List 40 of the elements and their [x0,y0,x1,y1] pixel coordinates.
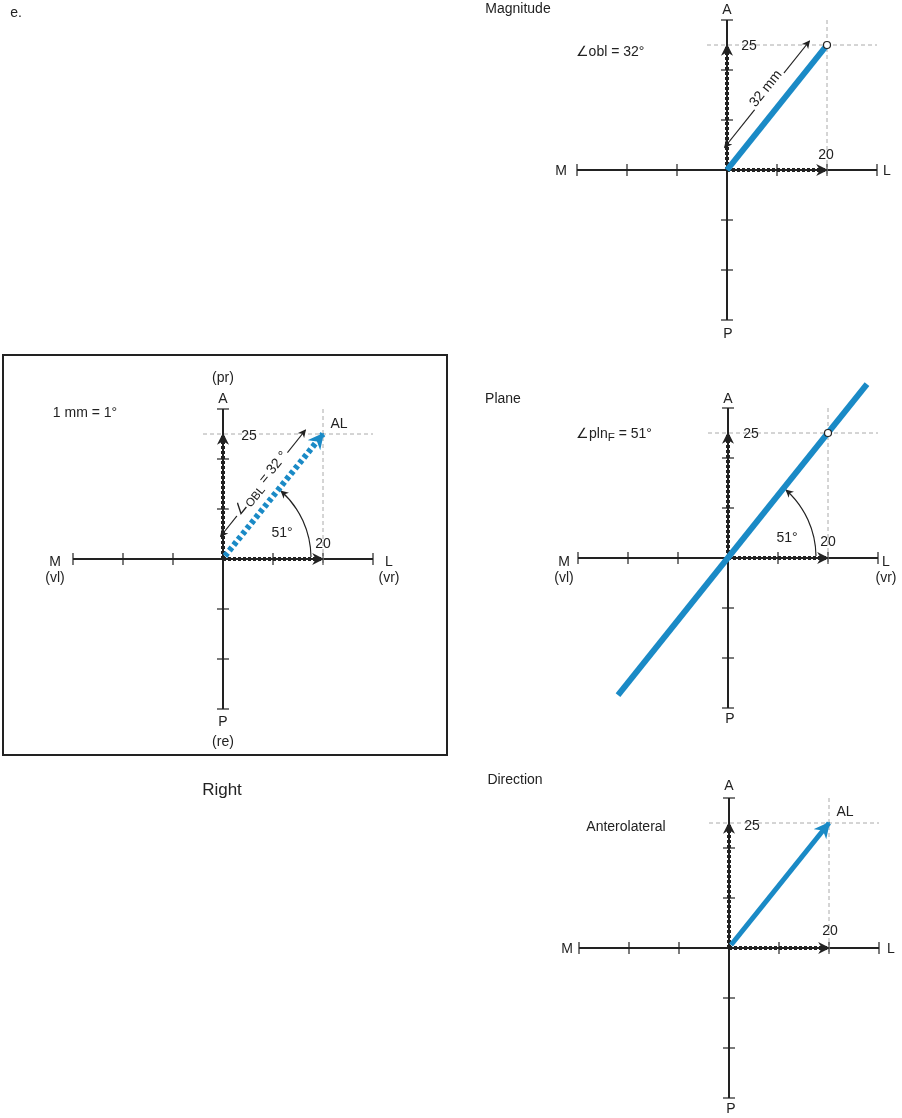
tick-value: 20 [818,146,834,162]
tick-value: 20 [820,533,836,549]
axis-label: A [218,390,228,406]
panel-title: Magnitude [485,0,551,16]
axis-label: (re) [212,733,234,749]
axis-label: P [723,325,733,341]
axis-label: L [883,162,891,178]
vector-label: AL [836,803,854,819]
tick-value: 25 [241,427,257,443]
tick-value: 20 [315,535,331,551]
axis-label: M (vl) [553,553,575,585]
figure-label: e. [10,4,22,20]
axis-label: P [725,710,735,726]
axis-label: P [726,1100,736,1116]
tick-value: 25 [741,37,757,53]
axis-label: A [722,1,732,17]
angle-label: 51° [776,529,798,545]
axis-label: P [218,713,228,729]
scale-note: 1 mm = 1° [52,404,118,420]
vector-label: AL [330,415,348,431]
direction-label: Anterolateral [586,818,666,834]
axis-label: M [555,162,567,178]
angle-label: ∠pln$_{F}$ = 51° [576,424,652,446]
angle-label: ∠obl = 32° [575,43,645,59]
axis-label: L [887,940,895,956]
tick-value: 25 [744,817,760,833]
axis-label: L (vr) [377,553,401,585]
tick-value: 25 [743,425,759,441]
panel-title: Plane [485,390,521,406]
angle-label: 51° [271,524,293,540]
axis-label: A [724,777,734,793]
axis-label: M (vl) [44,553,66,585]
axis-label: A [723,390,733,406]
tick-value: 20 [822,922,838,938]
axis-label: (pr) [212,369,234,385]
axis-label: M [561,940,573,956]
framed-panel [2,354,448,756]
axis-label: L (vr) [874,553,898,585]
panel-title: Direction [487,771,543,787]
panel-label: Right [202,782,242,798]
